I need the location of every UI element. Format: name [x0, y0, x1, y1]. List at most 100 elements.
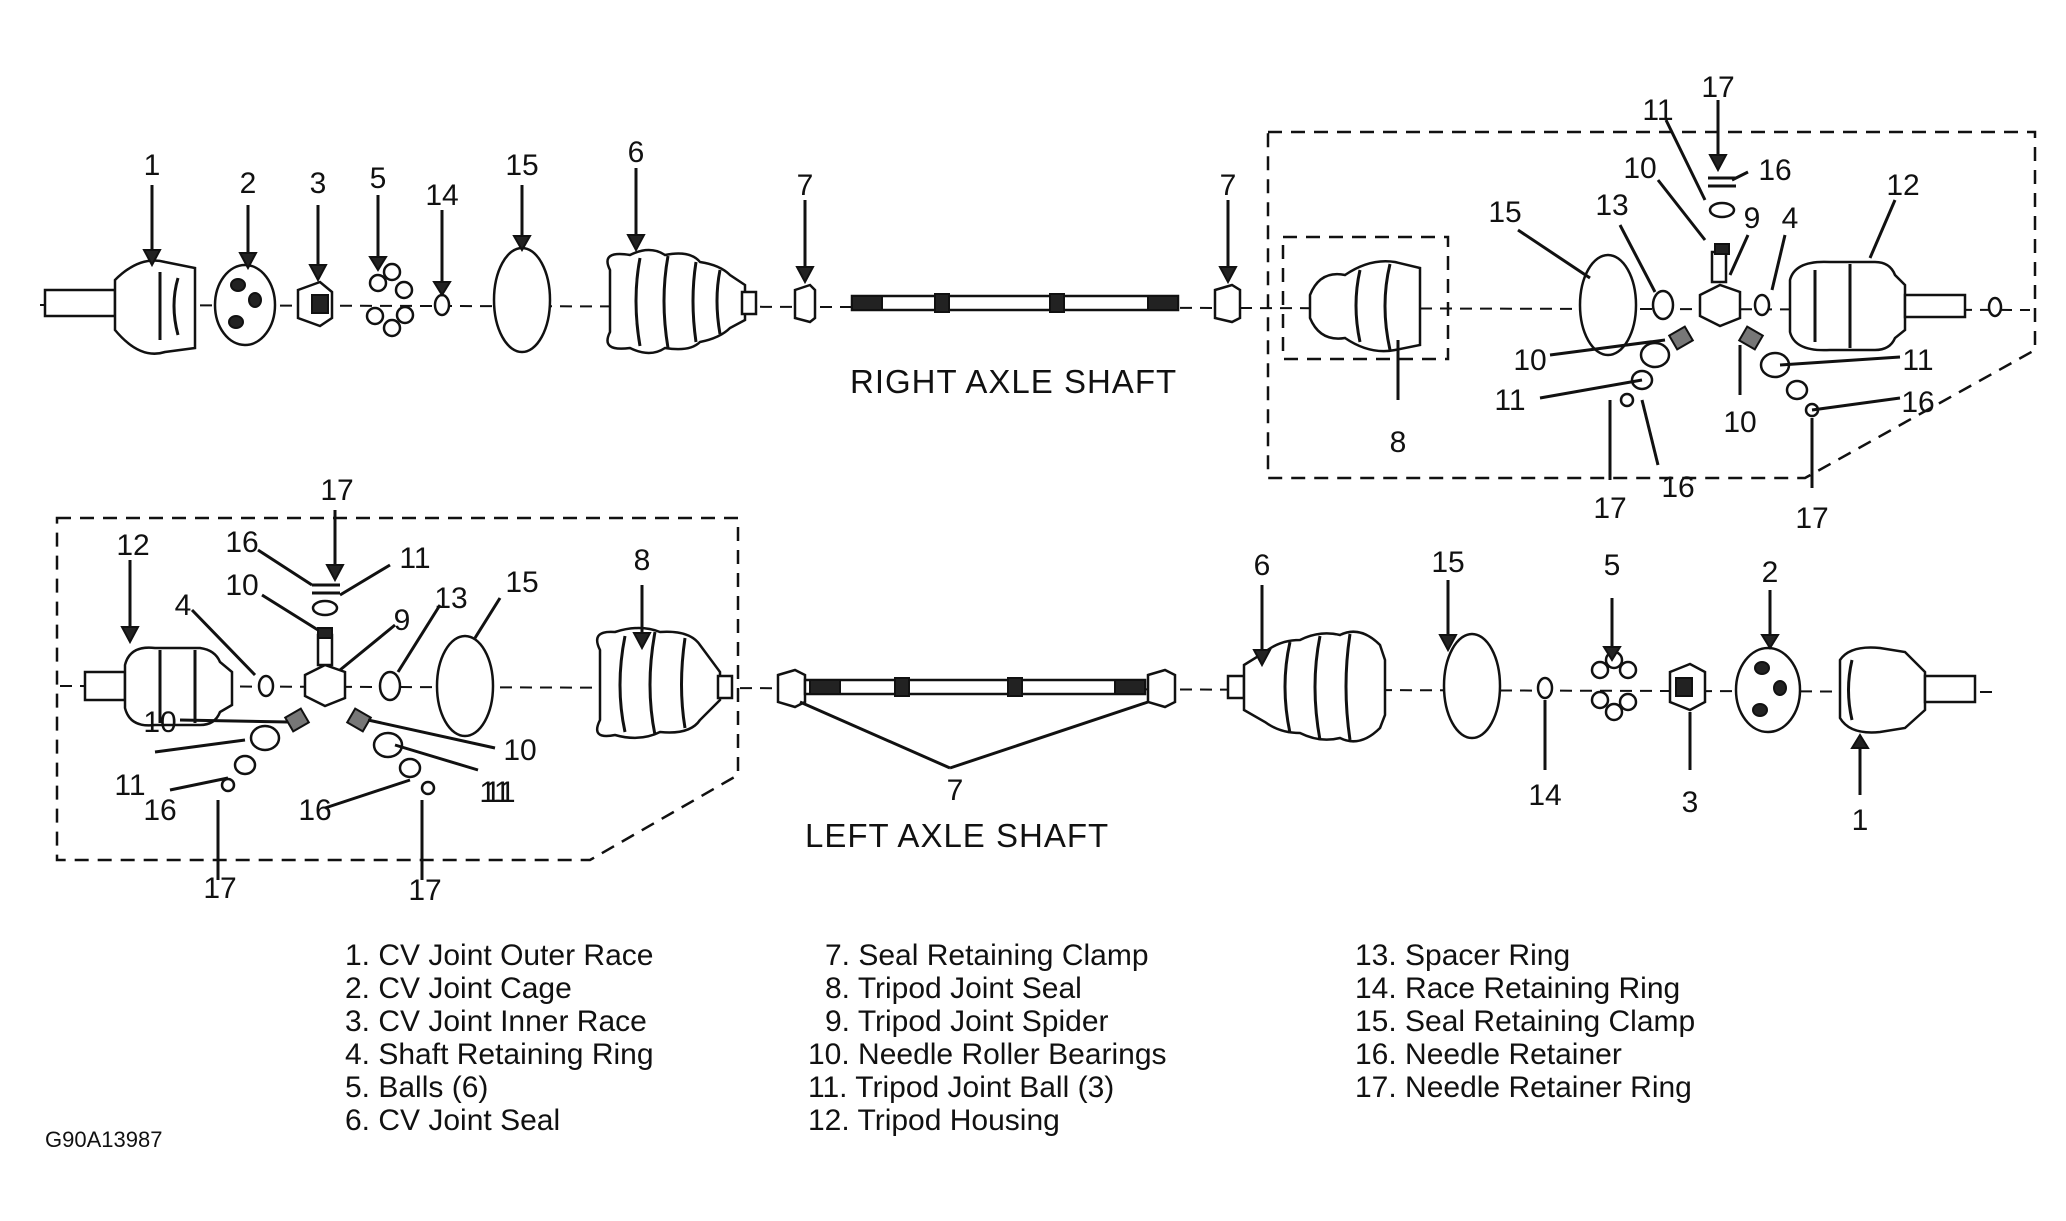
svg-text:11: 11	[1642, 94, 1673, 127]
svg-text:16: 16	[1661, 471, 1694, 504]
svg-text:12: 12	[116, 529, 149, 562]
svg-text:16: 16	[143, 794, 176, 827]
left-race-retaining-ring	[1536, 676, 1554, 700]
legend-item: 12. Tripod Housing	[808, 1104, 1060, 1137]
left-seal-retaining-clamp-tripod	[435, 634, 495, 738]
left-axle-assembly: 17 12 16 11 10 4 9 13 15 8 10 10 11 11 1…	[55, 474, 1996, 907]
left-tripod-spider	[220, 583, 436, 796]
svg-text:13: 13	[1595, 189, 1628, 222]
svg-text:10: 10	[503, 734, 536, 767]
svg-text:2: 2	[240, 167, 257, 200]
left-tripod-detail-box	[55, 516, 740, 862]
right-tripod-joint-seal	[1308, 260, 1422, 353]
legend-item: 6. CV Joint Seal	[345, 1104, 561, 1137]
svg-text:10: 10	[225, 569, 258, 602]
right-leader-lines	[142, 100, 1901, 488]
right-cv-cage	[213, 263, 277, 347]
svg-text:16: 16	[225, 526, 258, 559]
left-axle-title: LEFT AXLE SHAFT	[805, 817, 1109, 854]
legend-item: 5. Balls (6)	[345, 1071, 489, 1104]
svg-text:9: 9	[394, 604, 411, 637]
svg-text:10: 10	[1723, 406, 1756, 439]
right-shaft-retaining-ring	[1753, 293, 1771, 317]
left-cv-balls	[1590, 650, 1638, 722]
svg-text:4: 4	[1782, 202, 1799, 235]
svg-text:9: 9	[1744, 202, 1761, 235]
legend-item: 14. Race Retaining Ring	[1355, 972, 1681, 1005]
svg-text:11: 11	[484, 776, 515, 809]
svg-text:6: 6	[1254, 549, 1271, 582]
svg-text:7: 7	[797, 169, 814, 202]
right-tripod-detail-box	[1266, 130, 2037, 480]
right-cv-outer-race	[43, 259, 197, 355]
right-axle-assembly: 1 2 3 5 14 15 6 7 7 11 17 10 16 15 13 9 …	[39, 71, 2037, 535]
right-tripod-housing	[1788, 260, 2003, 352]
svg-text:7: 7	[1220, 169, 1237, 202]
legend-item: 2. CV Joint Cage	[345, 972, 572, 1005]
svg-text:2: 2	[1762, 556, 1779, 589]
left-seal-clamp-7a	[776, 668, 807, 709]
svg-text:8: 8	[634, 544, 651, 577]
svg-text:3: 3	[1682, 786, 1699, 819]
svg-text:17: 17	[408, 874, 441, 907]
right-axle-shaft	[850, 293, 1180, 313]
svg-text:3: 3	[310, 167, 327, 200]
svg-text:10: 10	[143, 706, 176, 739]
right-seal-clamp-7a	[793, 283, 817, 324]
svg-text:15: 15	[505, 149, 538, 182]
left-axle-shaft	[803, 677, 1147, 697]
right-axle-title: RIGHT AXLE SHAFT	[850, 363, 1177, 400]
legend-item: 16. Needle Retainer	[1355, 1038, 1622, 1071]
svg-text:16: 16	[1758, 154, 1791, 187]
svg-text:17: 17	[1795, 502, 1828, 535]
right-axis-line	[39, 304, 2031, 311]
figure-id: G90A13987	[45, 1127, 163, 1152]
left-seal-retaining-clamp-15	[1442, 632, 1502, 740]
svg-text:15: 15	[505, 566, 538, 599]
left-leader-lines	[120, 510, 1870, 880]
svg-text:17: 17	[1593, 492, 1626, 525]
legend-item: 7. Seal Retaining Clamp	[825, 939, 1149, 972]
legend-item: 15. Seal Retaining Clamp	[1355, 1005, 1696, 1038]
left-spacer-ring	[378, 670, 402, 702]
legend-item: 17. Needle Retainer Ring	[1355, 1071, 1692, 1104]
svg-text:11: 11	[479, 776, 510, 809]
legend-item: 13. Spacer Ring	[1355, 939, 1571, 972]
right-cv-balls	[365, 262, 415, 338]
left-cv-outer-race	[1838, 646, 1977, 734]
right-race-retaining-ring	[433, 293, 451, 317]
svg-text:11: 11	[114, 769, 145, 802]
right-tripod-seal-box	[1281, 235, 1450, 361]
svg-text:17: 17	[1701, 71, 1734, 104]
legend-item: 8. Tripod Joint Seal	[825, 972, 1082, 1005]
right-seal-retaining-clamp-tripod	[1578, 253, 1638, 357]
left-seal-clamp-7b	[1146, 668, 1177, 709]
right-cv-joint-seal	[606, 248, 758, 355]
right-seal-clamp-7b	[1213, 283, 1242, 324]
svg-text:15: 15	[1431, 546, 1464, 579]
legend-item: 11. Tripod Joint Ball (3)	[808, 1071, 1115, 1104]
svg-text:16: 16	[1901, 386, 1934, 419]
legend-item: 1. CV Joint Outer Race	[345, 939, 654, 972]
svg-text:8: 8	[1390, 426, 1407, 459]
right-spacer-ring	[1651, 289, 1675, 321]
left-cv-joint-seal	[1226, 630, 1387, 743]
left-tripod-joint-seal	[595, 626, 734, 740]
svg-text:17: 17	[320, 474, 353, 507]
svg-text:10: 10	[1623, 152, 1656, 185]
right-tripod-spider	[1619, 176, 1820, 418]
svg-text:11: 11	[1494, 384, 1525, 417]
left-cv-cage	[1734, 646, 1802, 734]
svg-text:7: 7	[947, 774, 964, 807]
right-callouts: 1 2 3 5 14 15 6 7 7 11 17 10 16 15 13 9 …	[144, 71, 1935, 535]
left-cv-inner-race	[1668, 662, 1707, 712]
legend-item: 4. Shaft Retaining Ring	[345, 1038, 654, 1071]
svg-text:5: 5	[370, 162, 387, 195]
svg-text:11: 11	[399, 542, 430, 575]
right-cv-inner-race	[296, 280, 334, 328]
left-tripod-housing	[83, 646, 234, 727]
svg-text:15: 15	[1488, 196, 1521, 229]
svg-text:14: 14	[425, 179, 458, 212]
legend-item: 3. CV Joint Inner Race	[345, 1005, 647, 1038]
